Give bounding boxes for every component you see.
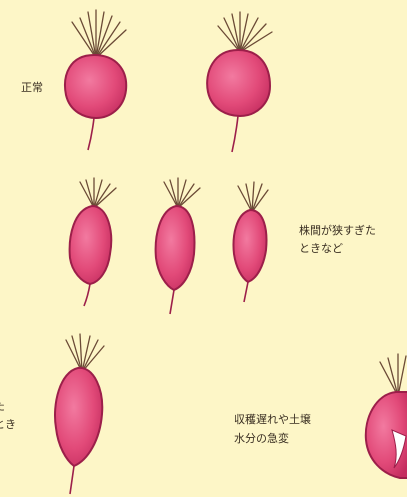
radish-normal-1 (64, 9, 128, 151)
label-crowded-line2: ときなど (299, 242, 343, 255)
label-late-harvest-line2: 水分の急変 (234, 432, 289, 445)
label-late-harvest-line1: 収穫遅れや土壌 (234, 413, 311, 426)
label-crowded-line1: 株間が狭すぎた (299, 224, 376, 237)
label-normal: 正常 (21, 81, 43, 94)
label-left-line1: た (0, 398, 5, 415)
radish-misshapen (54, 333, 105, 495)
radish-elongated-1 (68, 177, 117, 307)
radish-cracked (364, 353, 407, 479)
radish-normal-2 (206, 11, 273, 153)
label-left-line2: とき (0, 418, 16, 431)
radish-elongated-3 (232, 181, 269, 303)
radish-elongated-2 (154, 177, 201, 315)
